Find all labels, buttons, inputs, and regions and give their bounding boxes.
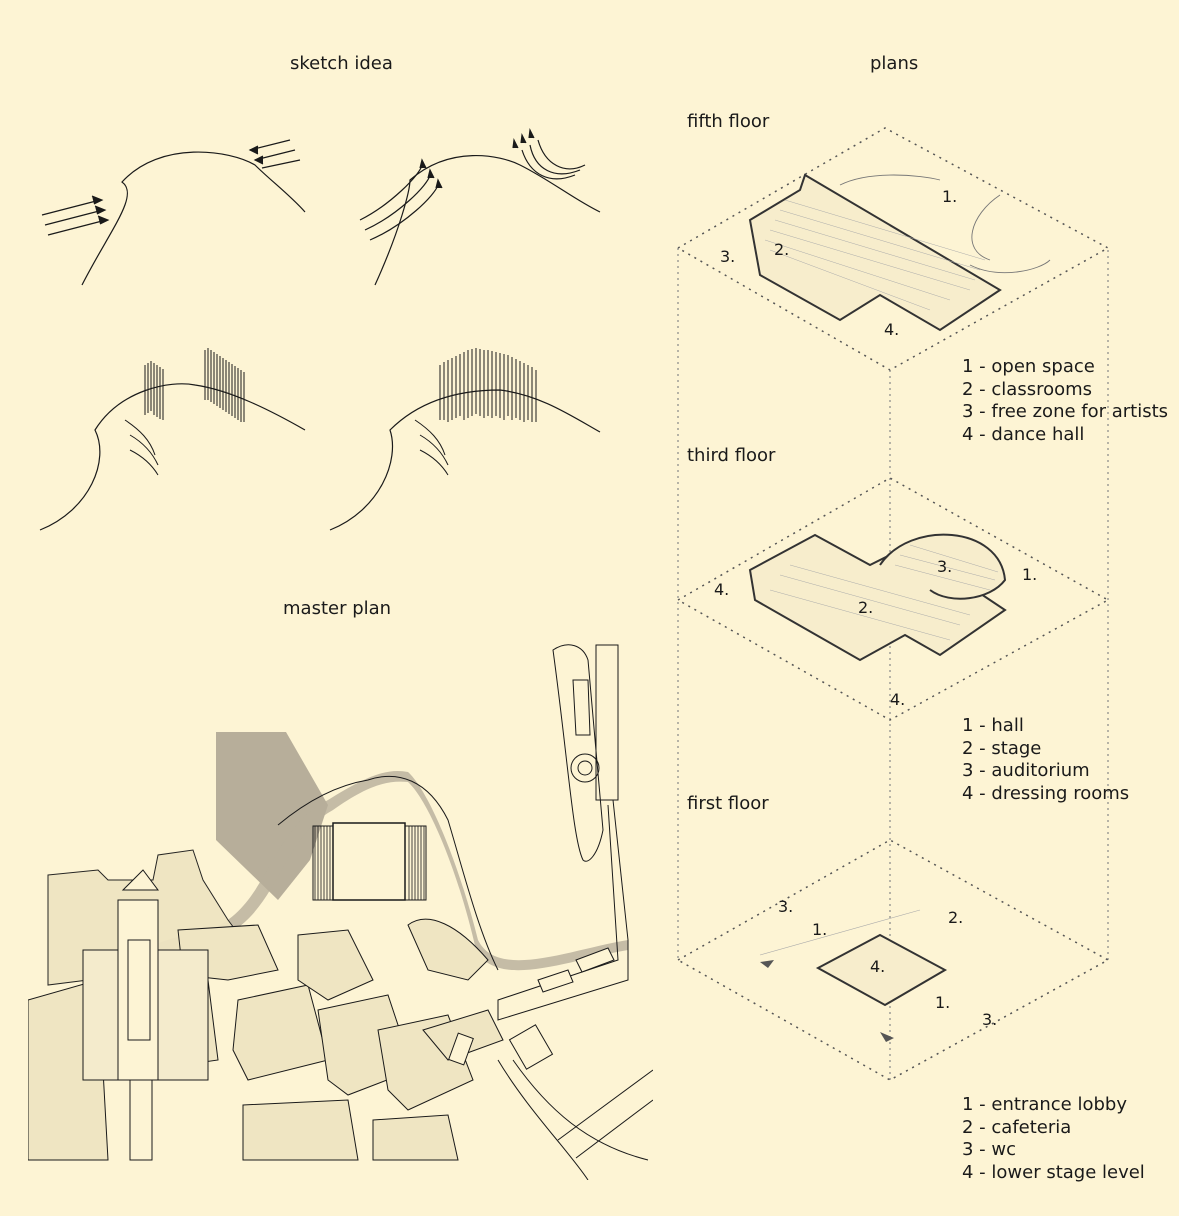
pier bbox=[497, 799, 629, 1021]
sketch-wind-arrows bbox=[41, 139, 306, 286]
third-floor-marker-3: 2. bbox=[858, 598, 873, 617]
legend-item: 4 - lower stage level bbox=[962, 1161, 1145, 1183]
sketch-idea-title: sketch idea bbox=[290, 53, 393, 74]
sketch-dense-lines bbox=[329, 348, 601, 531]
legend-item: 1 - hall bbox=[962, 715, 1024, 736]
walkway bbox=[277, 775, 499, 971]
vertical-guides bbox=[677, 248, 1109, 1080]
master-plan-drawing bbox=[28, 644, 653, 1180]
third-floor-plan: 3. 1. 2. 4. 4. bbox=[676, 477, 1110, 721]
third-floor-marker-4a: 4. bbox=[714, 580, 729, 599]
legend-item: 3 - auditorium bbox=[962, 760, 1090, 781]
fifth-floor-marker-2: 2. bbox=[774, 240, 789, 259]
plaza-complex bbox=[82, 869, 209, 1161]
first-floor-marker-1a: 1. bbox=[812, 920, 827, 939]
third-floor-legend: 1 - hall 2 - stage 3 - auditorium 4 - dr… bbox=[962, 715, 1129, 805]
legend-item: 3 - free zone for artists bbox=[962, 401, 1169, 422]
first-floor-title: first floor bbox=[687, 793, 769, 814]
legend-item: 2 - stage bbox=[962, 737, 1042, 759]
floor-plans-drawing: 1. 2. 3. 4. 3. 1. 2. 4. 4. 1. 1. 2. 3. 3… bbox=[676, 127, 1110, 1081]
first-floor-marker-3b: 3. bbox=[982, 1010, 997, 1029]
third-floor-marker-4b: 4. bbox=[890, 690, 905, 709]
third-floor-marker-2: 1. bbox=[1022, 565, 1037, 584]
sketch-vertical-lines bbox=[39, 348, 306, 531]
master-plan-title: master plan bbox=[283, 598, 392, 619]
sketch-idea-drawings bbox=[39, 127, 601, 531]
legend-item: 1 - entrance lobby bbox=[962, 1094, 1127, 1115]
fifth-floor-marker-3: 3. bbox=[720, 247, 735, 266]
fifth-floor-marker-4: 4. bbox=[884, 320, 899, 339]
fifth-floor-legend: 1 - open space 2 - classrooms 3 - free z… bbox=[962, 356, 1168, 446]
building-shadow bbox=[216, 732, 328, 900]
small-buildings bbox=[448, 947, 615, 1070]
legend-item: 3 - wc bbox=[962, 1139, 1017, 1160]
first-floor-marker-1b: 1. bbox=[935, 993, 950, 1012]
roads bbox=[497, 1059, 653, 1180]
legend-item: 2 - classrooms bbox=[962, 378, 1093, 400]
sketch-airflow bbox=[359, 127, 601, 286]
legend-item: 4 - dance hall bbox=[962, 423, 1085, 445]
first-floor-marker-4: 4. bbox=[870, 957, 885, 976]
ship bbox=[552, 644, 619, 862]
legend-item: 2 - cafeteria bbox=[962, 1116, 1072, 1138]
fifth-floor-marker-1: 1. bbox=[942, 187, 957, 206]
first-floor-marker-2: 2. bbox=[948, 908, 963, 927]
third-floor-title: third floor bbox=[687, 445, 776, 466]
first-floor-marker-3a: 3. bbox=[778, 897, 793, 916]
legend-item: 4 - dressing rooms bbox=[962, 782, 1130, 804]
fifth-floor-plan: 1. 2. 3. 4. bbox=[676, 127, 1110, 371]
third-floor-marker-1: 3. bbox=[937, 557, 952, 576]
plans-title: plans bbox=[870, 53, 919, 74]
building bbox=[312, 822, 427, 901]
first-floor-legend: 1 - entrance lobby 2 - cafeteria 3 - wc … bbox=[962, 1094, 1145, 1184]
fifth-floor-title: fifth floor bbox=[687, 111, 770, 132]
legend-item: 1 - open space bbox=[962, 356, 1095, 377]
first-floor-plan: 1. 1. 2. 3. 3. 4. bbox=[676, 839, 1110, 1081]
